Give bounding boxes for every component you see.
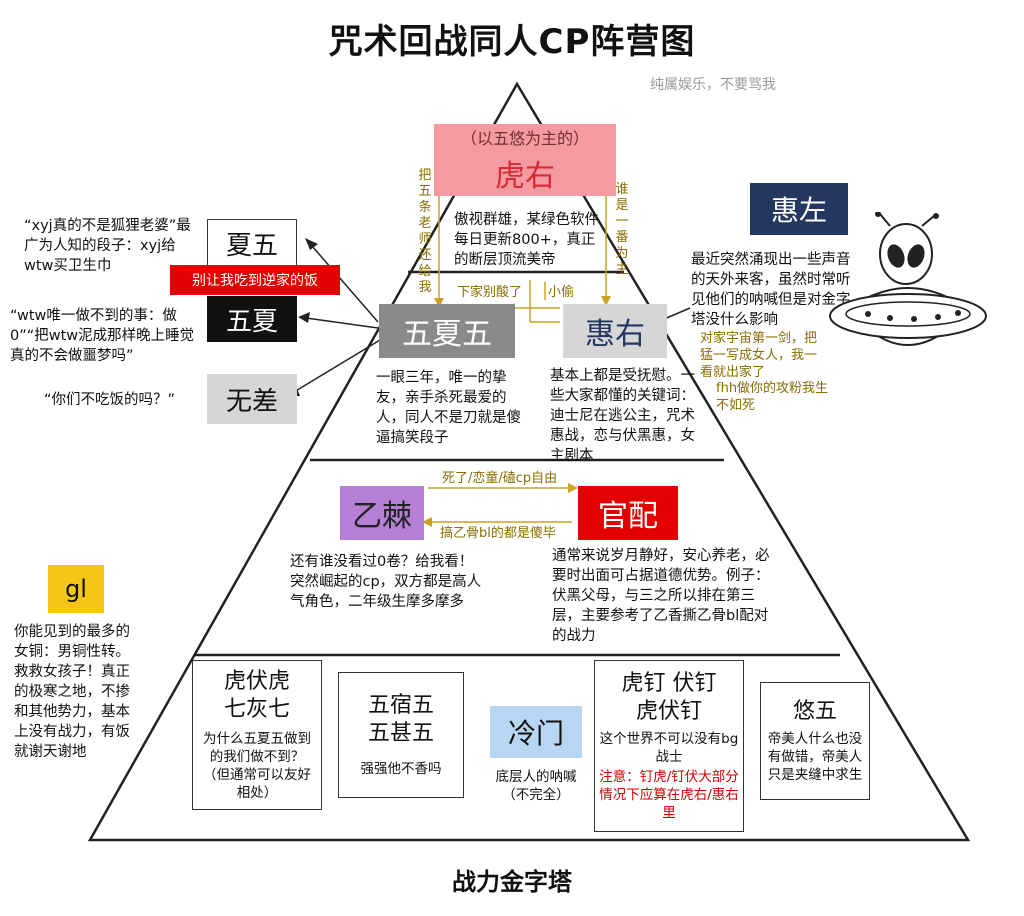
wuxiawu-box: 五夏五 xyxy=(379,304,515,358)
huizuo-note2: fhh做你的攻粉我生不如死 xyxy=(716,381,829,413)
yiji-label: 乙棘 xyxy=(352,499,412,534)
tier4-box1-desc: 为什么五夏五做到的我们做不到？（但通常可以友好相处） xyxy=(203,731,311,801)
banner-label: 别让我吃到逆家的饭 xyxy=(192,273,318,289)
xiawu-label: 夏五 xyxy=(225,230,278,261)
wuxia-label: 五夏 xyxy=(225,306,278,337)
huizuo-note: 对家宇宙第一剑，把猛一写成女人，我一看就出家了 xyxy=(700,331,818,380)
xiawu-box: 夏五 xyxy=(207,219,297,267)
tier4-box3-title2: 虎伏钉 xyxy=(635,699,702,724)
tier1-desc: 傲视群雄，某绿色软件每日更新800+，真正的断层顶流美帝 xyxy=(454,212,599,268)
banner-box: 别让我吃到逆家的饭 xyxy=(170,265,340,295)
tier3-arrow-top: 死了/恋童/磕cp自由 xyxy=(442,471,558,486)
guanpei-label: 官配 xyxy=(598,499,658,534)
yiji-box: 乙棘 xyxy=(340,486,424,540)
bottom-title: 战力金字塔 xyxy=(452,868,572,896)
xiawu-quote: “xyj真的不是狐狸老婆”最广为人知的段子：xyj给wtw买卫生巾 xyxy=(24,218,191,274)
tier4-box2-desc: 强强他不香吗 xyxy=(360,761,442,777)
tier3-arrow-bottom: 搞乙骨bl的都是傻毕 xyxy=(440,526,556,541)
tier4-box2: 五宿五 五甚五 强强他不香吗 xyxy=(338,672,464,798)
wuxiawu-desc: 一眼三年，唯一的挚友，亲手杀死最爱的人，同人不是刀就是傻逼搞笑段子 xyxy=(376,370,521,446)
arrow-right-label: 小偷 xyxy=(548,285,575,300)
wuxia-quote: “wtw唯一做不到的事：做0”“把wtw泥成那样晚上睡觉真的不会做噩梦吗” xyxy=(10,308,195,364)
guanpei-desc: 通常来说岁月静好，安心养老，必要时出面可占据道德优势。例子：伏黑父母，与三之所以… xyxy=(552,548,770,644)
wucha-quote: “你们不吃饭的吗？” xyxy=(44,392,176,408)
huizuo-desc: 最近突然涌现出一些声音的天外来客，虽然时常听见他们的呐喊但是对金字塔没什么影响 xyxy=(691,252,851,328)
lengmen-desc: 底层人的呐喊（不完全） xyxy=(495,769,577,803)
subtitle: 纯属娱乐，不要骂我 xyxy=(650,77,776,93)
guanpei-box: 官配 xyxy=(578,486,678,540)
huizuo-box: 惠左 xyxy=(750,183,848,235)
tier4-box2-title1: 五宿五 xyxy=(367,693,434,718)
tier4-box4: 悠五 帝美人什么也没有做错，帝美人只是夹缝中求生 xyxy=(760,682,870,800)
tier4-box4-title: 悠五 xyxy=(792,699,837,724)
wuxia-box: 五夏 xyxy=(207,296,297,342)
lengmen-box: 冷门 xyxy=(490,706,582,758)
tier4-box3: 虎钉 伏钉 虎伏钉 这个世界不可以没有bg战士 注意：钉虎/钉伏大部分情况下应算… xyxy=(594,660,744,832)
tier4-box3-title1: 虎钉 伏钉 xyxy=(621,671,717,696)
tier4-box1-title1: 虎伏虎 xyxy=(223,669,290,694)
wucha-box: 无差 xyxy=(207,374,297,424)
tier4-box1-title2: 七灰七 xyxy=(223,697,290,722)
page-title: 咒术回战同人CP阵营图 xyxy=(328,22,696,62)
wuxiawu-label: 五夏五 xyxy=(402,317,492,352)
yiji-desc: 还有谁没看过0卷？给我看！突然崛起的cp，双方都是高人气角色，二年级生摩多摩多 xyxy=(290,554,482,610)
tier4-box3-note: 注意：钉虎/钉伏大部分情况下应算在虎右/惠右里 xyxy=(599,769,739,821)
wucha-label: 无差 xyxy=(225,386,278,417)
alien-ufo-icon xyxy=(829,212,987,346)
arrow-left-label: 下家别酸了 xyxy=(457,285,523,300)
huizuo-label: 惠左 xyxy=(770,194,827,227)
tier1-paren: （以五悠为主的） xyxy=(460,129,589,148)
huiyou-label: 惠右 xyxy=(585,317,645,352)
gl-box: gl xyxy=(48,565,104,613)
lengmen-label: 冷门 xyxy=(507,717,564,750)
gl-desc: 你能见到的最多的女铜：男铜性转。救救女孩子！真正的极寒之地，不掺和其他势力，基本… xyxy=(14,624,130,760)
tier1-right-vertical: 谁是一番为主 xyxy=(615,182,629,277)
huiyou-desc: 基本上都是受抚慰。一些大家都懂的关键词：迪士尼在逃公主，咒术惠战，恋与伏黑惠，女… xyxy=(550,368,695,464)
huiyou-box: 惠右 xyxy=(563,304,667,358)
tier4-box3-desc: 这个世界不可以没有bg战士 xyxy=(599,731,739,765)
tier1-label: 虎右 xyxy=(495,159,555,194)
tier4-box1: 虎伏虎 七灰七 为什么五夏五做到的我们做不到？（但通常可以友好相处） xyxy=(192,660,322,810)
tier4-box4-desc: 帝美人什么也没有做错，帝美人只是夹缝中求生 xyxy=(767,731,863,783)
tier1-label-box: （以五悠为主的） 虎右 xyxy=(434,124,616,196)
tier1-left-vertical: 把五条老师还给我 xyxy=(418,168,432,295)
gl-label: gl xyxy=(65,575,87,603)
tier4-box2-title2: 五甚五 xyxy=(367,721,434,746)
